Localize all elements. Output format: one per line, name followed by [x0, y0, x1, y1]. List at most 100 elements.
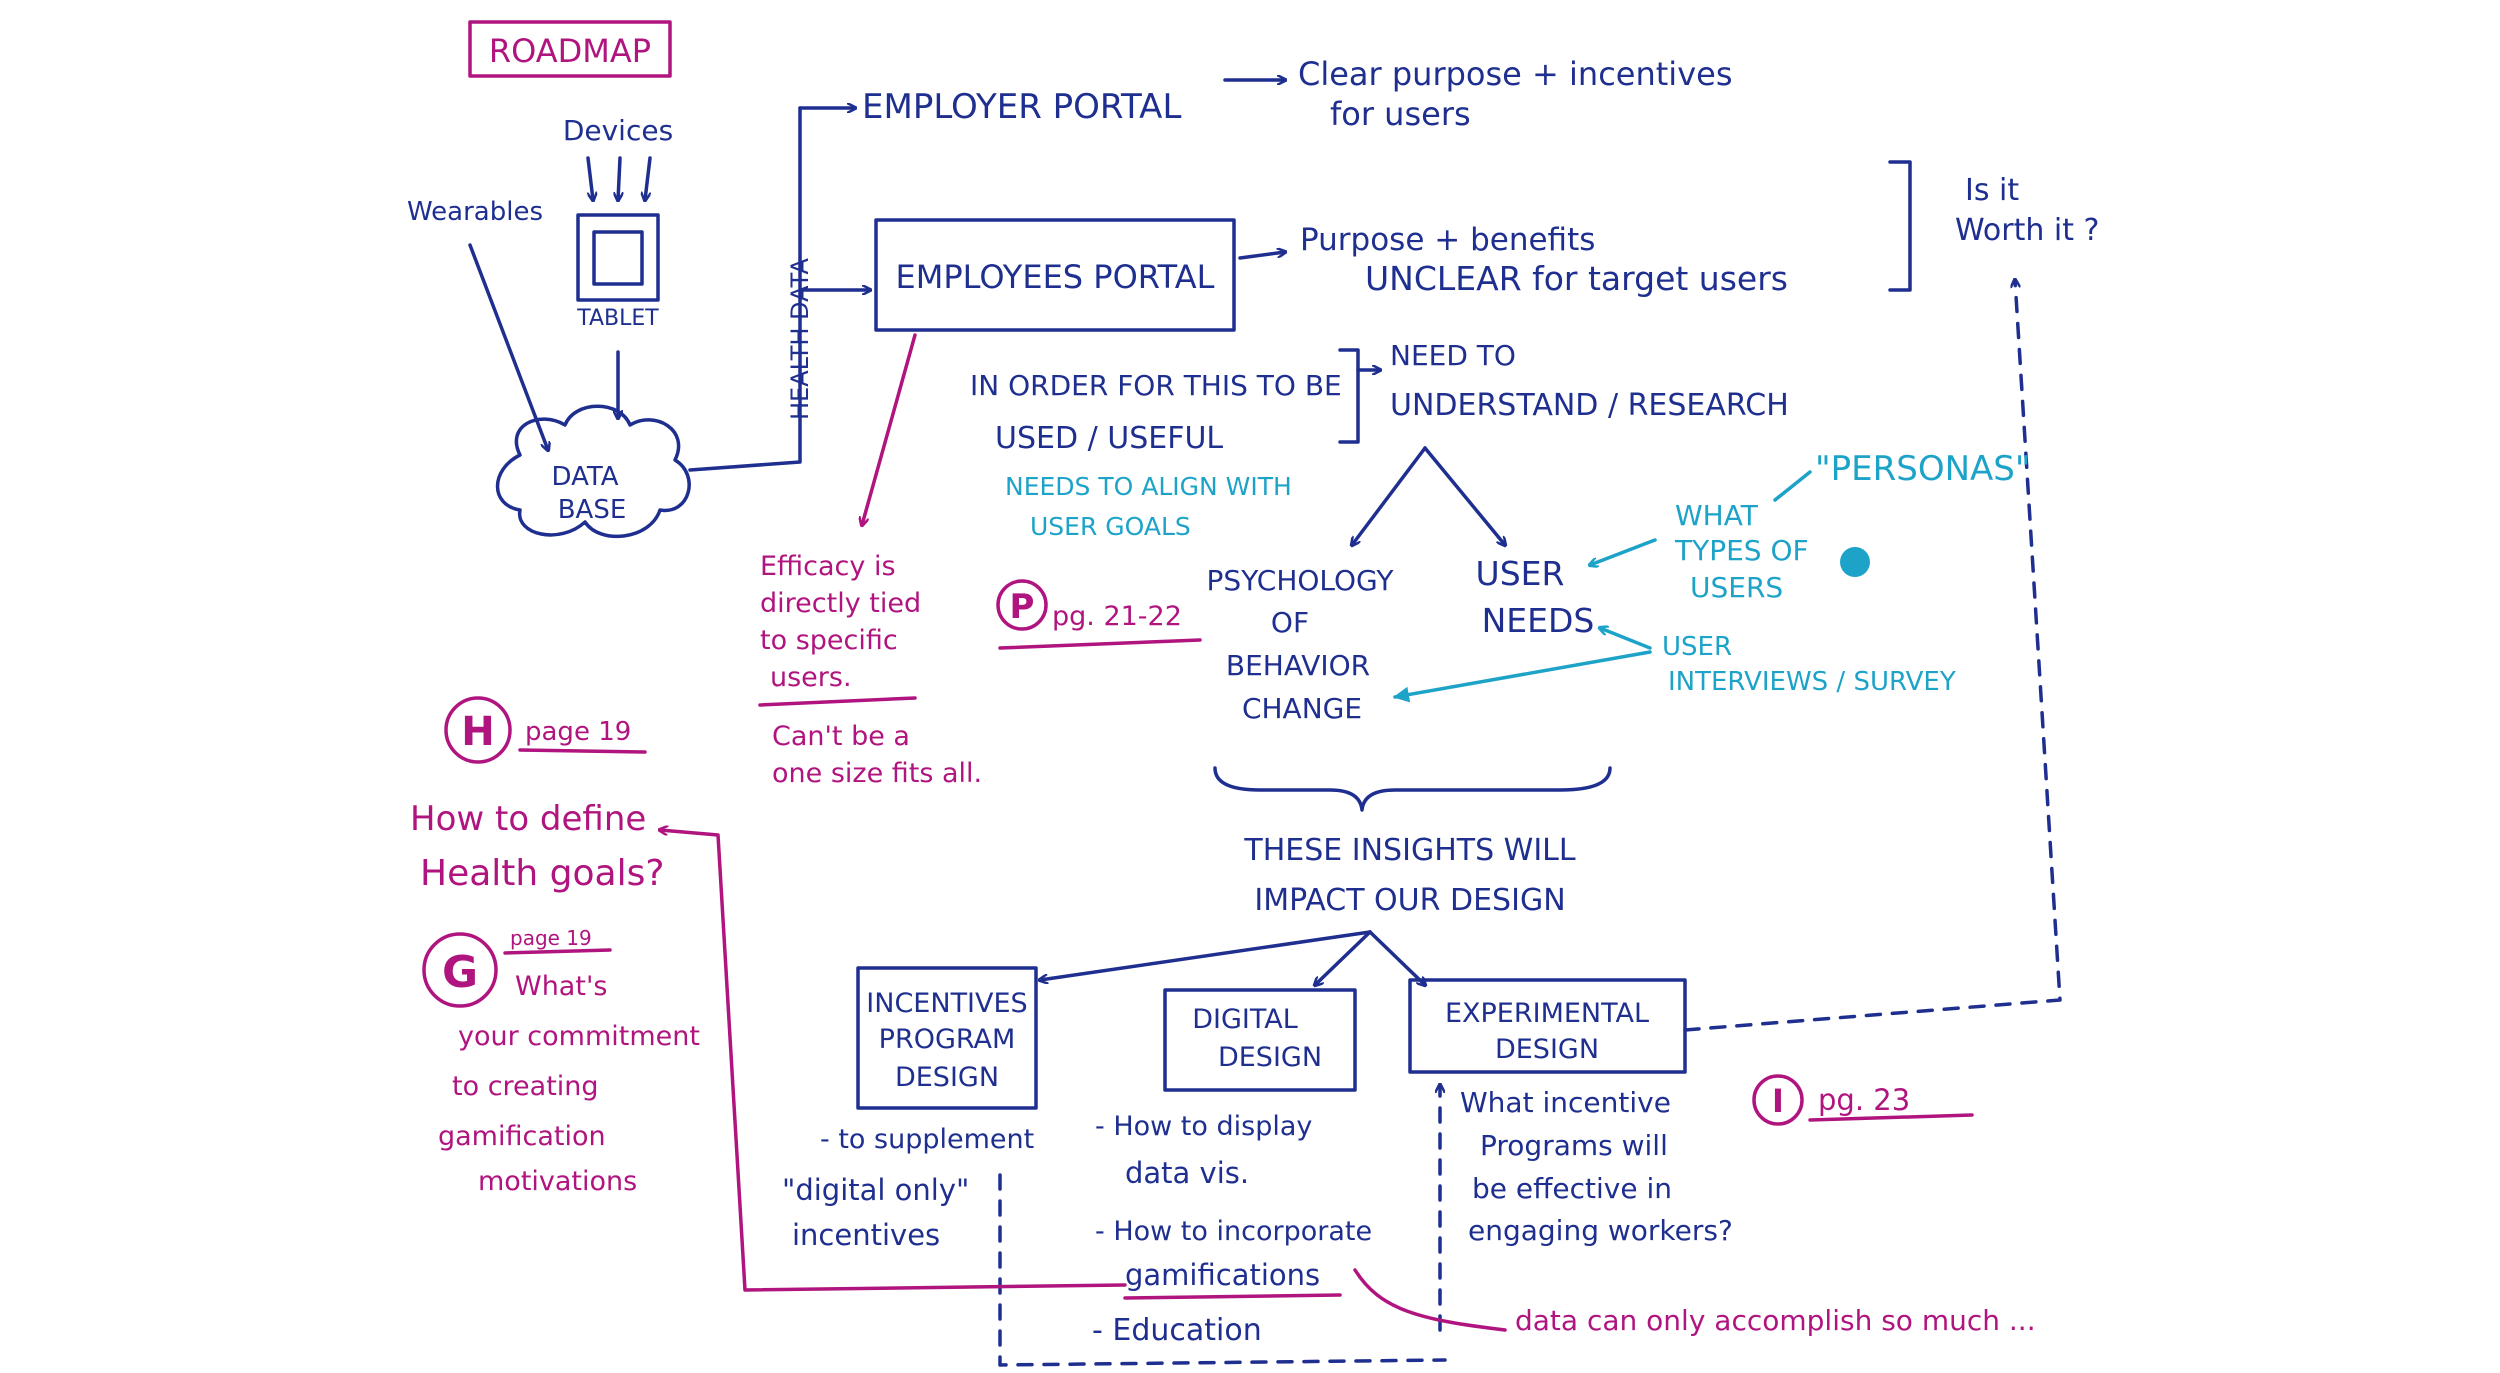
psychology-line-4: CHANGE	[1242, 692, 1362, 725]
psychology-line-3: BEHAVIOR	[1226, 649, 1370, 682]
devices-arrow-2	[618, 156, 620, 200]
badge-i-underline	[1808, 1113, 1974, 1122]
digital-note-1: - How to display	[1095, 1111, 1312, 1142]
experimental-note-3: be effective in	[1472, 1172, 1672, 1205]
what-types-line-1: WHAT	[1675, 499, 1759, 532]
psychology-line-2: OF	[1271, 606, 1309, 639]
tablet-icon	[576, 213, 660, 302]
interviews-arrow	[1600, 628, 1652, 650]
experimental-note-4: engaging workers?	[1468, 1214, 1733, 1247]
unclear-bracket	[1888, 160, 1912, 292]
insights-arrow-experimental	[1368, 930, 1425, 985]
employer-portal-note-1: Clear purpose + incentives	[1298, 55, 1732, 93]
incentives-line-3: DESIGN	[895, 1062, 999, 1093]
personas-label: "PERSONAS"	[1815, 449, 2031, 489]
data-note: data can only accomplish so much ...	[1515, 1304, 2036, 1337]
tablet-label: TABLET	[576, 306, 659, 331]
badge-p-letter: P	[1010, 587, 1035, 627]
health-data-label: HEALTH DATA	[786, 258, 814, 420]
badge-g-circle	[422, 932, 498, 1008]
health-goals-line-2: Health goals?	[420, 853, 664, 894]
commitment-line-1: What's	[515, 971, 607, 1002]
efficacy-line-1: Efficacy is	[760, 551, 896, 582]
gamification-loop-arrow	[660, 830, 1127, 1292]
digital-line-1: DIGITAL	[1192, 1004, 1298, 1035]
experimental-note-1: What incentive	[1460, 1086, 1671, 1119]
employees-portal-arrow	[1238, 252, 1285, 260]
align-line-2: USER GOALS	[1030, 512, 1191, 541]
badge-h-underline	[518, 748, 647, 754]
split-arrow-right	[1423, 446, 1505, 545]
efficacy-line-6: one size fits all.	[772, 758, 982, 789]
digital-note-2: data vis.	[1125, 1156, 1249, 1190]
insights-arrow-digital	[1315, 930, 1372, 985]
commitment-line-5: motivations	[478, 1166, 637, 1197]
badge-i-circle	[1752, 1074, 1804, 1126]
badge-p-circle	[996, 579, 1048, 631]
user-needs-line-2: NEEDS	[1482, 601, 1595, 640]
gamifications-underline	[1123, 1293, 1342, 1300]
database-label-2: BASE	[558, 495, 627, 525]
digital-line-2: DESIGN	[1218, 1042, 1322, 1073]
badge-i-ref: pg. 23	[1818, 1083, 1910, 1117]
tablet-screen	[592, 230, 644, 286]
split-arrow-left	[1352, 446, 1427, 545]
digital-note-4: gamifications	[1125, 1258, 1320, 1292]
interviews-line-2: INTERVIEWS / SURVEY	[1668, 667, 1956, 697]
wearables-arrow	[468, 243, 548, 450]
health-goals-line-1: How to define	[410, 799, 646, 839]
employees-portal-note-2: UNCLEAR for target users	[1365, 259, 1788, 298]
employees-portal-note-1: Purpose + benefits	[1300, 222, 1595, 258]
badge-g-ref: page 19	[510, 926, 592, 950]
user-types-arrow	[1590, 538, 1657, 565]
efficacy-underline	[758, 696, 917, 707]
employees-portal-box	[874, 218, 1236, 332]
align-line-1: NEEDS TO ALIGN WITH	[1005, 472, 1292, 501]
roadmap-title: ROADMAP	[489, 32, 651, 70]
incentives-note-3: incentives	[792, 1218, 940, 1252]
user-needs-line-1: USER	[1476, 554, 1565, 593]
experimental-line-1: EXPERIMENTAL	[1445, 998, 1649, 1029]
what-types-line-3: USERS	[1690, 571, 1783, 604]
insights-line-1: THESE INSIGHTS WILL	[1243, 833, 1575, 868]
badge-g-letter: G	[442, 947, 478, 998]
badge-p-underline	[998, 638, 1202, 650]
employer-portal-note-2: for users	[1330, 95, 1471, 133]
efficacy-arrow	[862, 333, 917, 525]
experimental-box	[1408, 978, 1687, 1074]
commitment-line-3: to creating	[452, 1071, 599, 1102]
personas-connector	[1773, 470, 1812, 502]
insights-brace	[1213, 766, 1612, 812]
employer-portal-label: EMPLOYER PORTAL	[862, 87, 1181, 127]
incentives-note-2: "digital only"	[782, 1173, 969, 1207]
experimental-line-2: DESIGN	[1495, 1034, 1599, 1065]
experimental-note-2: Programs will	[1480, 1129, 1668, 1162]
badge-p-ref: pg. 21-22	[1052, 601, 1182, 632]
wearables-label: Wearables	[407, 197, 543, 227]
digital-box	[1163, 988, 1357, 1092]
insights-line-2: IMPACT OUR DESIGN	[1254, 883, 1565, 918]
need-to-line-2: UNDERSTAND / RESEARCH	[1390, 388, 1789, 423]
badge-i-letter: I	[1772, 1082, 1784, 1120]
badge-h-circle	[444, 696, 512, 764]
digital-note-5: - Education	[1092, 1313, 1262, 1348]
roadmap-title-box	[468, 20, 672, 78]
worth-it-line-2: Worth it ?	[1955, 213, 2099, 248]
health-data-connector	[688, 106, 802, 472]
devices-arrow-1	[586, 156, 593, 200]
database-cloud-icon	[495, 404, 691, 539]
need-to-line-1: NEED TO	[1390, 339, 1516, 372]
incentives-box	[856, 966, 1038, 1110]
data-note-curve	[1353, 1268, 1507, 1332]
efficacy-line-5: Can't be a	[772, 721, 910, 752]
database-label-1: DATA	[552, 462, 619, 492]
interviews-to-psychology-arrow	[1393, 650, 1652, 703]
efficacy-line-2: directly tied	[760, 588, 921, 619]
worth-it-dashed-arrow	[1683, 280, 2062, 1032]
badge-g-underline	[503, 948, 612, 955]
incentives-note-1: - to supplement	[820, 1124, 1034, 1155]
psychology-line-1: PSYCHOLOGY	[1207, 564, 1395, 597]
commitment-line-4: gamification	[438, 1121, 606, 1152]
devices-arrow-3	[645, 156, 652, 200]
persona-marker-icon	[1840, 547, 1870, 577]
